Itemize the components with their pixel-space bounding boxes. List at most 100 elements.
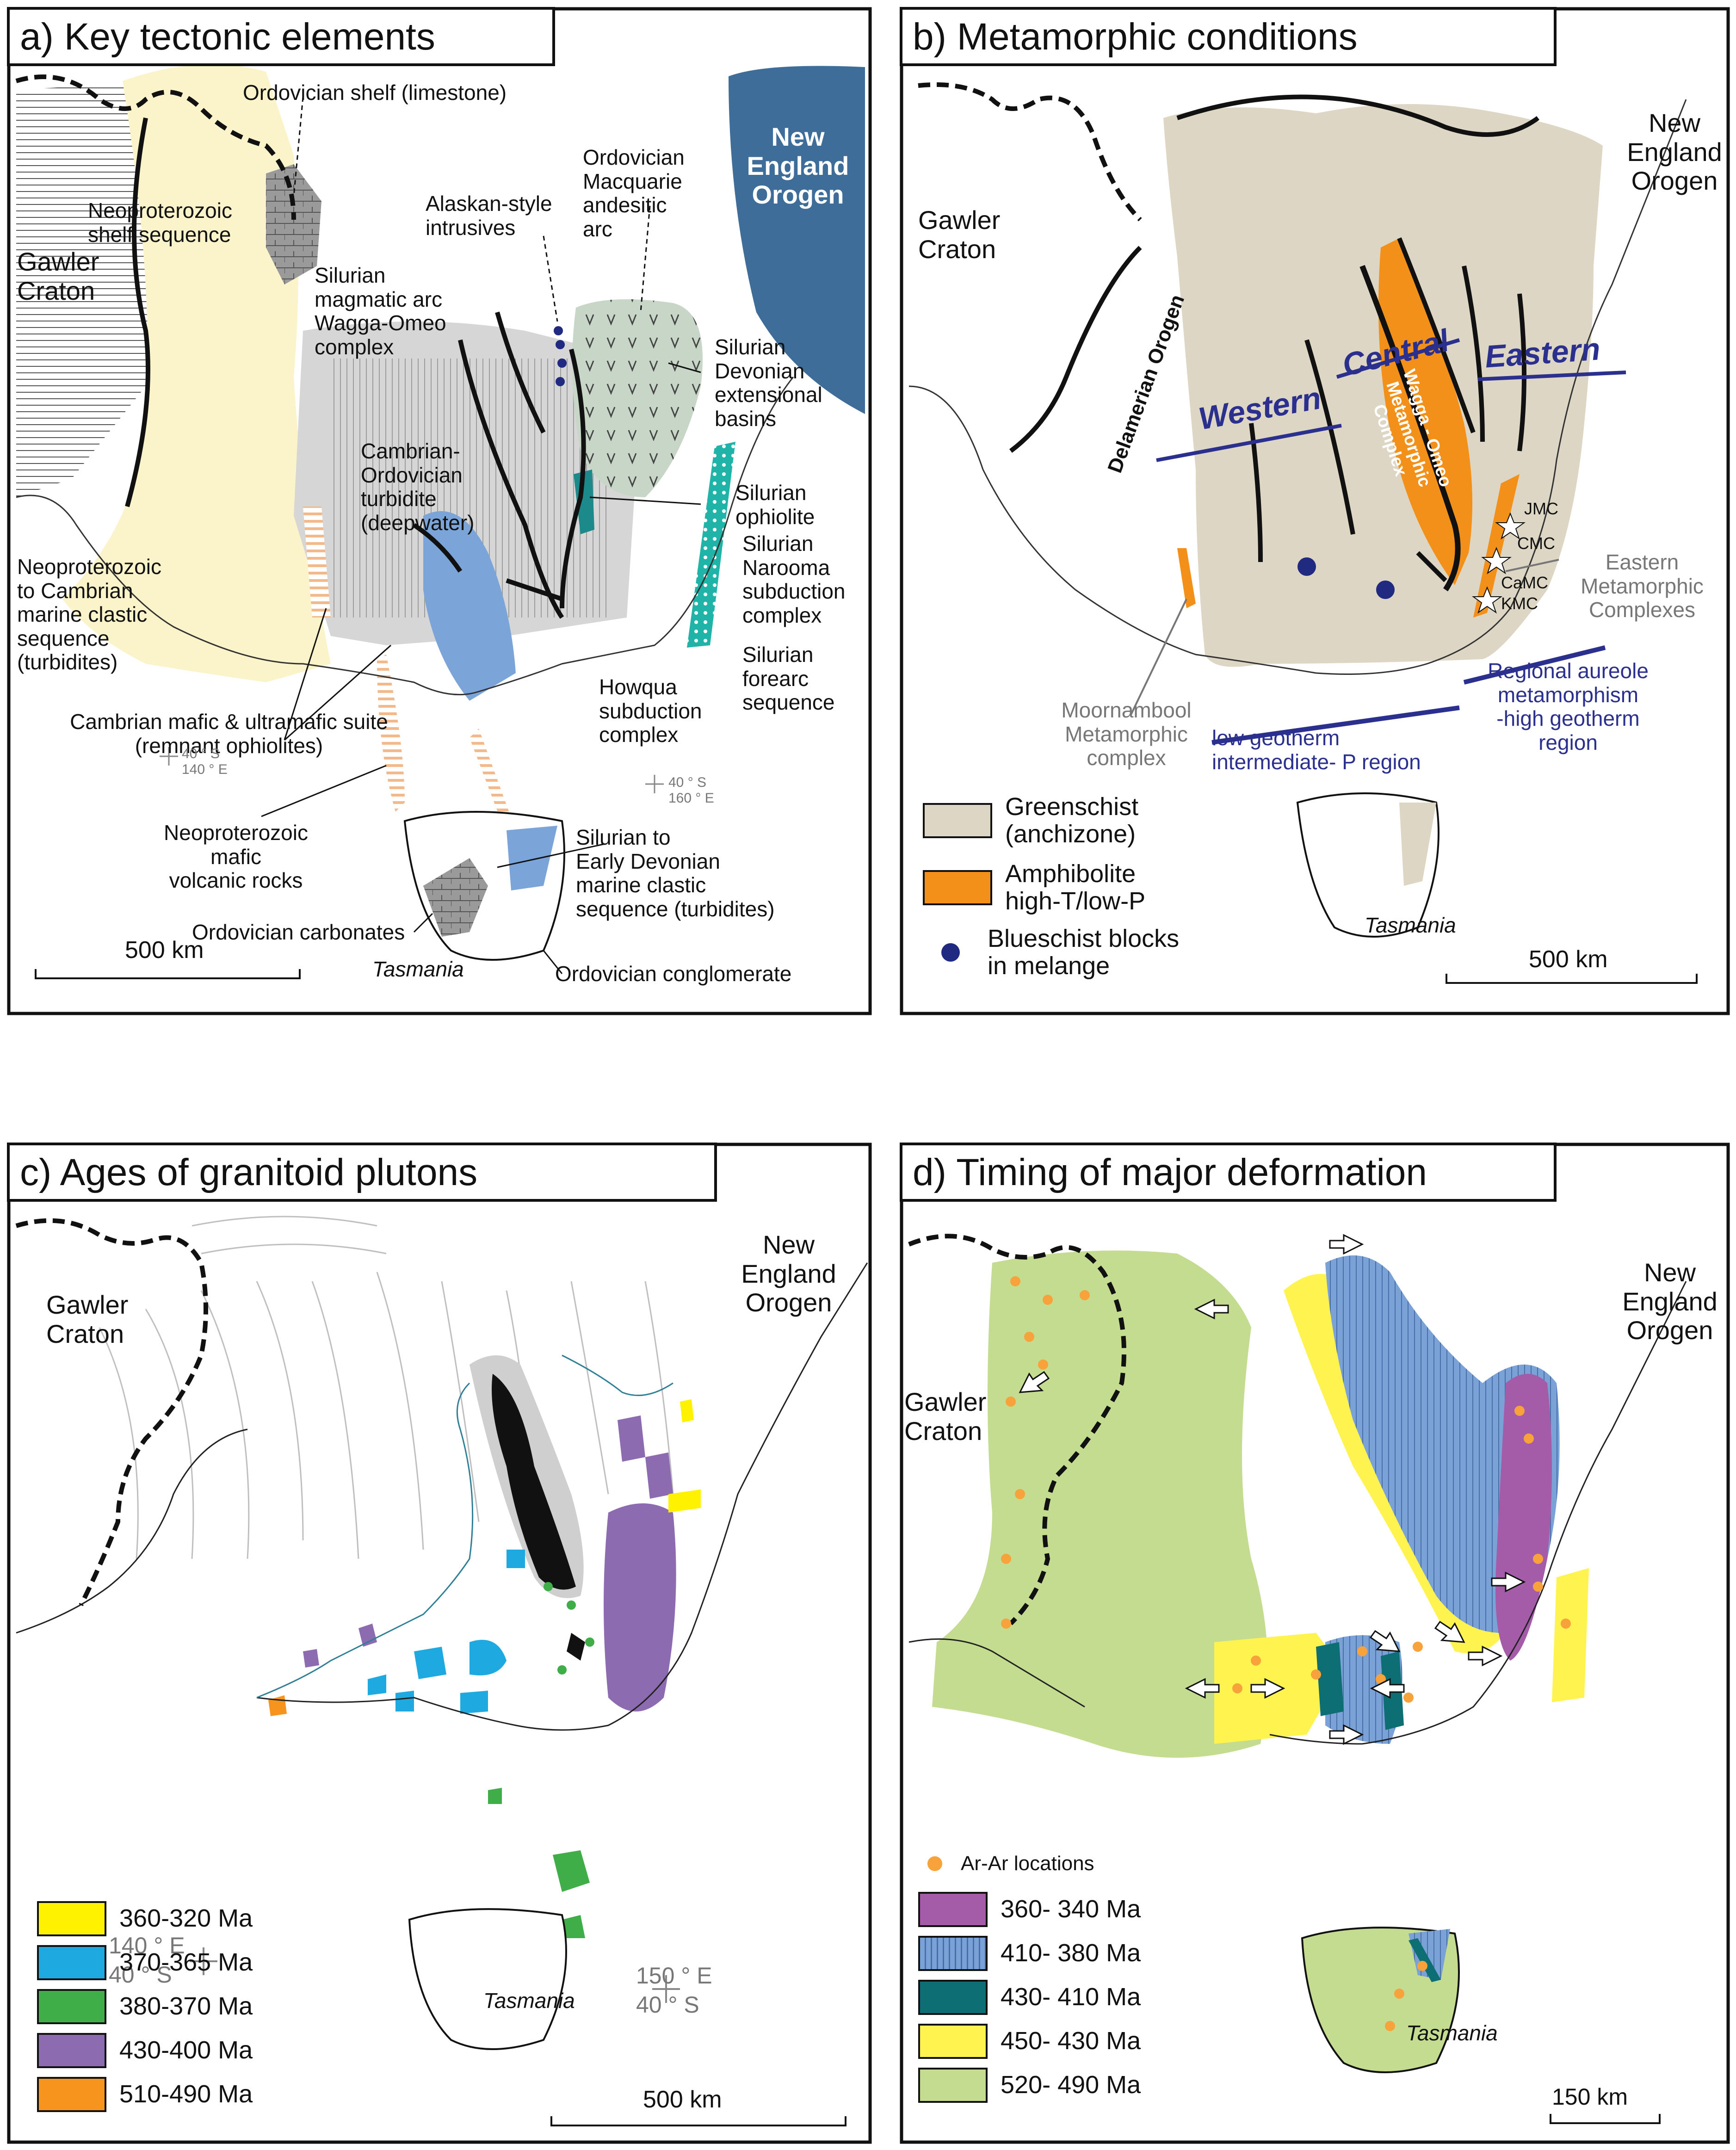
legend-520-490: 520- 490 Ma [918,2068,1141,2103]
legend-label-370-365: 370-365 Ma [119,1948,253,1977]
label-turbidite: Cambrian- Ordovician turbidite (deepwate… [361,439,475,535]
label-ordovician-conglomerate: Ordovician conglomerate [555,962,792,986]
panel-b-title: b) Metamorphic conditions [900,7,1557,66]
legend-label-greenschist: Greenschist (anchizone) [1005,793,1139,848]
panel-c-granitoid-map: c) Ages of granitoid plutons Gawler Crat… [7,1143,872,2144]
legend-ar-ar: Ar-Ar locations [927,1852,1094,1875]
label-tasmania: Tasmania [1365,913,1456,937]
legend-label-510-490: 510-490 Ma [119,2080,253,2108]
label-low-geotherm: low geotherm intermediate- P region [1212,726,1421,774]
legend-450-430: 450- 430 Ma [918,2024,1141,2059]
legend-370-365: 370-365 Ma [37,1945,253,1980]
label-ordovician-shelf: Ordovician shelf (limestone) [243,80,507,105]
legend-swatch-410-380 [918,1936,988,1971]
label-neo-volcanic: Neoproterozoic mafic volcanic rocks [164,821,308,893]
legend-label-380-370: 380-370 Ma [119,1992,253,2020]
label-eastern-complexes: Eastern Metamorphic Complexes [1581,550,1704,622]
legend-swatch-450-430 [918,2024,988,2059]
label-new-england-orogen: New England Orogen [741,1230,836,1317]
legend-amphibolite: Amphibolite high-T/low-P [923,860,1145,915]
legend-label-450-430: 450- 430 Ma [1001,2027,1141,2055]
label-ordovician-carbonates: Ordovician carbonates [192,920,405,944]
label-kmc: KMC [1501,594,1538,613]
label-cmc: CMC [1517,534,1555,553]
panel-c-map-graphic [7,1143,872,2144]
legend-swatch-ar-ar [927,1856,942,1872]
legend-label-ar-ar: Ar-Ar locations [961,1852,1094,1875]
panel-d-title: d) Timing of major deformation [900,1143,1557,1202]
label-new-england-orogen: New England Orogen [1622,1258,1717,1345]
panel-a-tectonic-map: a) Key tectonic elements Ordovician shel… [7,7,872,1015]
legend-swatch-380-370 [37,1989,106,2024]
scale-bar [1446,974,1698,984]
label-silurian-ophiolite: Silurian ophiolite [735,481,815,529]
label-forearc-sequence: Silurian forearc sequence [742,643,835,715]
label-camc: CaMC [1501,573,1549,592]
legend-swatch-370-365 [37,1945,106,1980]
label-new-england-orogen: New England Orogen [1627,108,1722,196]
label-tasmania: Tasmania [372,957,464,981]
scale-label: 150 km [1552,2084,1628,2110]
label-jmc: JMC [1524,499,1558,518]
panel-d-deformation-map: d) Timing of major deformation Gawler Cr… [900,1143,1730,2144]
legend-label-410-380: 410- 380 Ma [1001,1939,1141,1967]
label-gawler-craton: Gawler Craton [46,1290,129,1348]
label-gawler-craton: Gawler Craton [17,247,99,305]
legend-swatch-greenschist [923,803,992,839]
label-macquarie-arc: Ordovician Macquarie andesitic arc [583,145,685,241]
label-neo-cambrian-sequence: Neoproterozoic to Cambrian marine clasti… [17,555,161,674]
legend-swatch-520-490 [918,2068,988,2103]
label-moornambool: Moornambool Metamorphic complex [1061,698,1192,770]
legend-greenschist: Greenschist (anchizone) [923,793,1138,848]
label-new-england-orogen: New England Orogen [747,122,849,210]
legend-swatch-360-340 [918,1892,988,1927]
legend-380-370: 380-370 Ma [37,1989,253,2024]
panel-b-metamorphic-map: b) Metamorphic conditions Gawler Craton … [900,7,1730,1015]
label-silurian-magmatic-arc: Silurian magmatic arc Wagga-Omeo complex [315,263,446,359]
label-howqua-complex: Howqua subduction complex [599,675,702,747]
label-alaskan-intrusives: Alaskan-style intrusives [426,192,552,240]
scale-label: 500 km [643,2086,722,2113]
panel-b-map-graphic [900,7,1730,1015]
label-extensional-basins: Silurian Devonian extensional basins [715,335,822,431]
legend-swatch-blueschist [941,943,960,962]
label-narooma-complex: Silurian Narooma subduction complex [742,531,846,627]
label-gawler-craton: Gawler Craton [904,1387,987,1446]
legend-360-320: 360-320 Ma [37,1901,253,1936]
scale-bar [1550,2114,1661,2124]
legend-label-blueschist: Blueschist blocks in melange [988,925,1180,980]
coord-label-2: 150 ° E 40 ° S [636,1963,712,2018]
label-mafic-suite: Cambrian mafic & ultramafic suite (remna… [70,710,388,758]
label-silurian-devonian: Silurian to Early Devonian marine clasti… [576,825,775,921]
legend-430-410: 430- 410 Ma [918,1980,1141,2015]
scale-bar [550,2116,846,2126]
panel-a-title: a) Key tectonic elements [7,7,555,66]
legend-label-amphibolite: Amphibolite high-T/low-P [1005,860,1146,915]
label-regional-aureole: Regional aureole metamorphism -high geot… [1488,659,1649,754]
legend-blueschist: Blueschist blocks in melange [941,925,1179,980]
legend-swatch-430-400 [37,2033,106,2068]
label-tasmania: Tasmania [1406,2021,1498,2045]
legend-360-340: 360- 340 Ma [918,1892,1141,1927]
coord-label-1: 140 ° E 40 ° S [109,1933,185,1988]
label-gawler-craton: Gawler Craton [918,205,1001,264]
legend-swatch-510-490 [37,2077,106,2112]
scale-label: 500 km [1529,946,1608,973]
panel-a-map-graphic [7,7,872,1015]
legend-label-430-410: 430- 410 Ma [1001,1983,1141,2011]
legend-430-400: 430-400 Ma [37,2033,253,2068]
legend-label-360-340: 360- 340 Ma [1001,1895,1141,1923]
scale-label: 500 km [125,937,204,964]
panel-c-title: c) Ages of granitoid plutons [7,1143,717,1202]
legend-410-380: 410- 380 Ma [918,1936,1141,1971]
label-neoproterozoic-shelf: Neoproterozoic shelf sequence [88,198,232,247]
legend-label-520-490: 520- 490 Ma [1001,2071,1141,2099]
legend-label-430-400: 430-400 Ma [119,2036,253,2064]
panel-d-map-graphic [900,1143,1730,2144]
legend-swatch-amphibolite [923,870,992,906]
scale-bar [35,969,301,979]
legend-label-360-320: 360-320 Ma [119,1904,253,1933]
coord-label-1: 40 ° S 140 ° E [182,746,228,777]
legend-swatch-430-410 [918,1980,988,2015]
legend-510-490: 510-490 Ma [37,2077,253,2112]
